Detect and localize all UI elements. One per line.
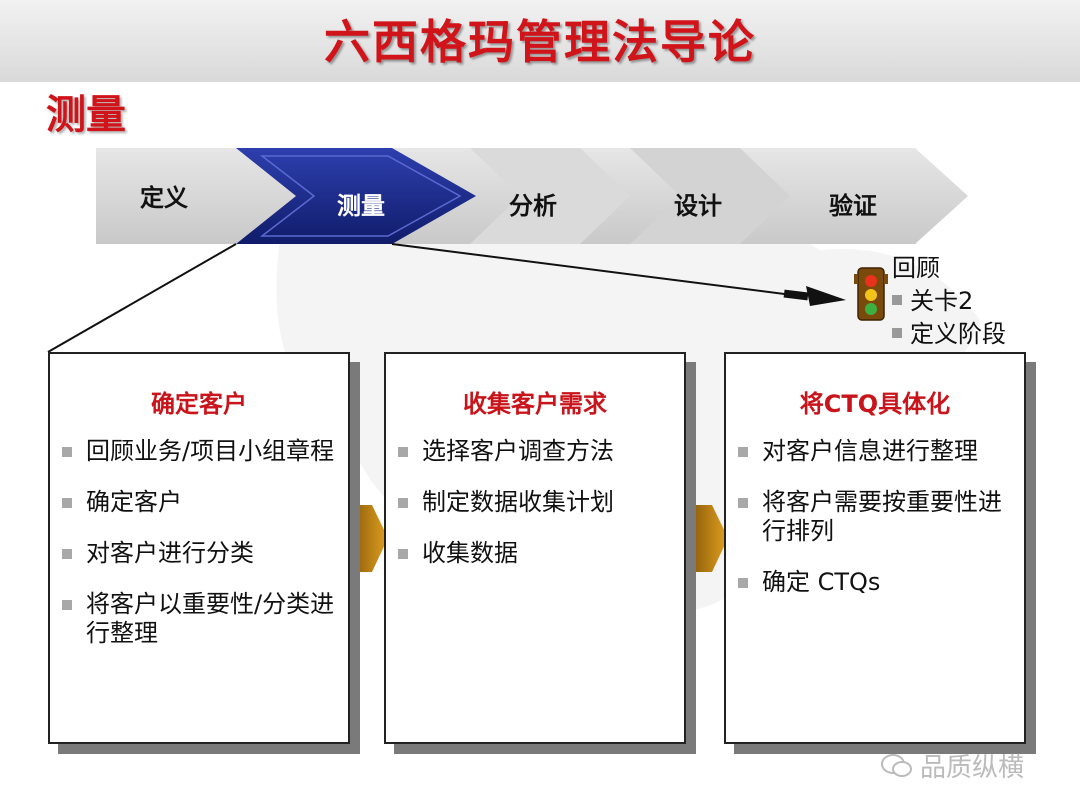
section-title: 测量 (46, 92, 126, 138)
review-leader-line (391, 243, 801, 297)
box-title: 收集客户需求 (463, 390, 607, 418)
stage-chevron-design (630, 148, 790, 244)
connector-arrow-2 (690, 505, 728, 572)
list-item: 回顾业务/项目小组章程 (62, 437, 336, 466)
list-item: 确定客户 (62, 488, 336, 517)
box-identify-customer: 确定客户 回顾业务/项目小组章程 确定客户 对客户进行分类 将客户以重要性/分类… (48, 352, 350, 744)
box-title: 将CTQ具体化 (799, 390, 951, 418)
review-heading: 回顾 (892, 254, 940, 282)
stage-label-measure: 测量 (337, 192, 385, 220)
list-item: 确定 CTQs (738, 568, 1012, 597)
stage-label-define: 定义 (140, 184, 188, 212)
review-item: 关卡2 (892, 285, 1006, 318)
page-title: 六西格玛管理法导论 (324, 15, 756, 69)
review-item: 定义阶段 (892, 318, 1006, 351)
stage-label-design: 设计 (674, 192, 722, 220)
box-collect-requirements: 收集客户需求 选择客户调查方法 制定数据收集计划 收集数据 (384, 352, 686, 744)
list-item: 将客户需要按重要性进行排列 (738, 488, 1012, 546)
list-item: 对客户信息进行整理 (738, 437, 1012, 466)
title-bar (0, 0, 1080, 82)
review-arrow-head (806, 286, 846, 306)
list-item: 对客户进行分类 (62, 539, 336, 568)
list-item: 选择客户调查方法 (398, 437, 672, 466)
review-block: 回顾 关卡2 定义阶段 (892, 252, 1006, 351)
box-title: 确定客户 (151, 390, 247, 418)
wechat-icon (881, 753, 912, 777)
list-item: 收集数据 (398, 539, 672, 568)
stage-label-analyze: 分析 (509, 192, 557, 220)
stage-chevron-analyze (470, 148, 630, 244)
stage-label-verify: 验证 (829, 192, 877, 220)
watermark-text: 品质纵横 (920, 753, 1025, 783)
list-item: 制定数据收集计划 (398, 488, 672, 517)
connector-arrow-1 (350, 505, 388, 572)
box-specify-ctq: 将CTQ具体化 对客户信息进行整理 将客户需要按重要性进行排列 确定 CTQs (724, 352, 1026, 744)
stage-chevron-verify (790, 148, 968, 244)
watermark: 品质纵横 (880, 747, 1024, 784)
list-item: 将客户以重要性/分类进行整理 (62, 590, 336, 648)
traffic-light-icon (854, 267, 888, 321)
